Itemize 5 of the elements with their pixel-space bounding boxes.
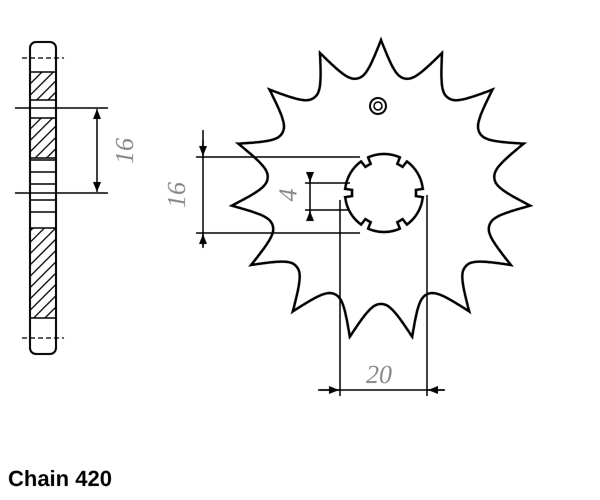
dimension-label: 20 <box>366 362 392 388</box>
dimension-label: 4 <box>276 188 302 202</box>
dimension-label: 16 <box>164 182 190 208</box>
dimension-label: 16 <box>112 138 138 164</box>
chain-size-label: Chain 420 <box>8 468 112 490</box>
